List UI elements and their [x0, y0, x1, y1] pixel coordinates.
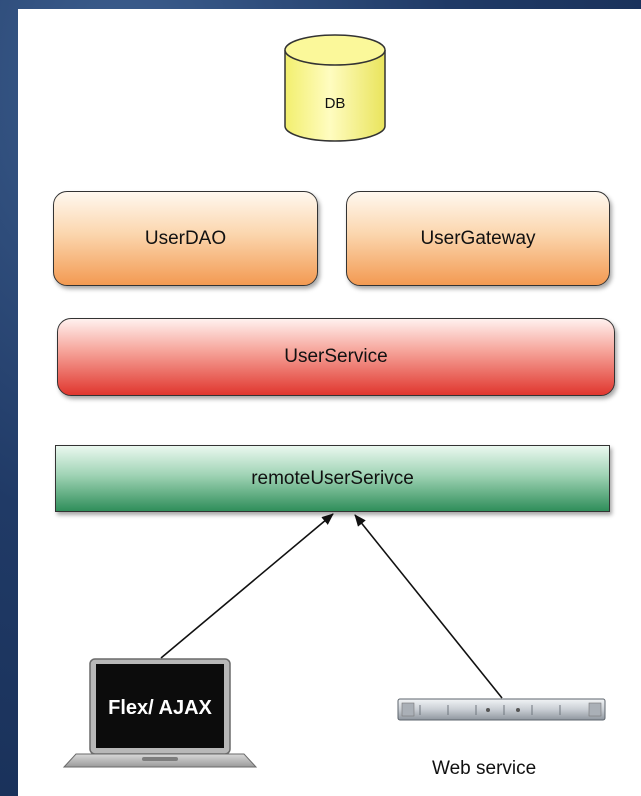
- remote-user-service-box: remoteUserSerivce: [55, 445, 610, 512]
- user-service-box: UserService: [57, 318, 615, 396]
- user-gateway-label: UserGateway: [420, 227, 536, 249]
- diagram-canvas: Flex/ AJAX DB UserDAO UserGateway UserSe…: [18, 9, 641, 796]
- arrow-webservice-to-remote: [354, 514, 503, 699]
- laptop-icon: Flex/ AJAX: [62, 658, 258, 768]
- user-gateway-box: UserGateway: [346, 191, 610, 286]
- arrow-flex-to-remote: [160, 513, 334, 659]
- rack-server-icon: [397, 698, 606, 721]
- web-service-label: Web service: [432, 758, 537, 779]
- db-cylinder: [284, 34, 386, 142]
- flex-ajax-label: Flex/ AJAX: [108, 697, 212, 719]
- user-dao-label: UserDAO: [144, 227, 227, 249]
- remote-user-service-label: remoteUserSerivce: [251, 467, 414, 489]
- db-label: DB: [324, 94, 346, 112]
- user-dao-box: UserDAO: [53, 191, 318, 286]
- diagram-graphics: Flex/ AJAX: [62, 34, 606, 768]
- user-service-label: UserService: [284, 346, 388, 367]
